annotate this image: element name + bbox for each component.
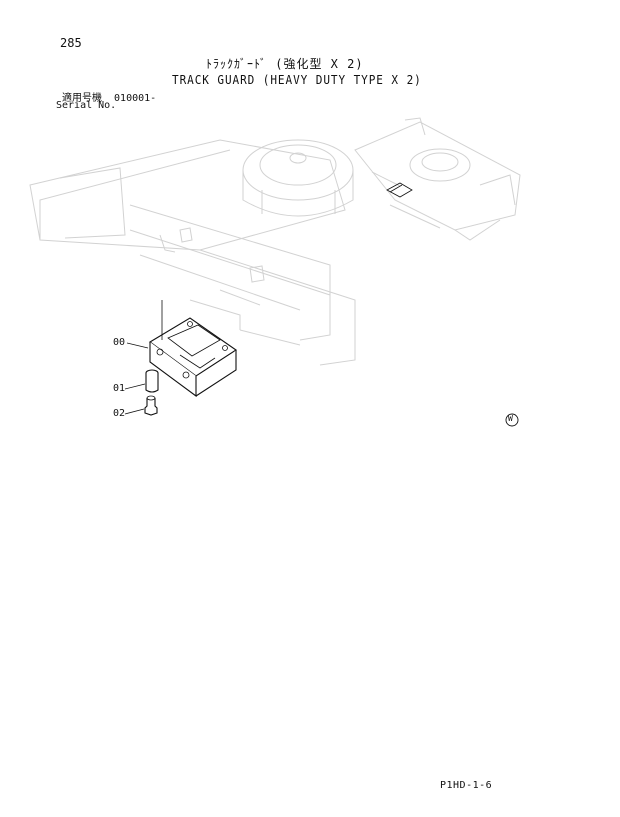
ghost-swing-bearing: [242, 139, 354, 217]
bolt-part: [144, 395, 158, 416]
callout-02: 02: [113, 408, 126, 419]
mark-letter: W: [508, 414, 513, 423]
leader-line-01: [124, 383, 146, 390]
track-guard-part: [149, 300, 237, 398]
callout-01: 01: [113, 383, 126, 394]
spacer-part: [145, 369, 159, 393]
callout-00: 00: [113, 337, 126, 348]
title-japanese: ﾄﾗｯｸｶﾞｰﾄﾞ (強化型 X 2): [206, 57, 364, 71]
ghost-track-frame: [29, 139, 356, 366]
serial-label-english: Serial No.: [56, 100, 117, 111]
leader-line-02: [124, 408, 145, 415]
serial-value: 010001-: [114, 93, 157, 104]
page-number: 285: [60, 36, 82, 50]
leader-line-00: [126, 342, 149, 349]
ghost-upper-frame: [354, 117, 521, 241]
title-english: TRACK GUARD (HEAVY DUTY TYPE X 2): [172, 73, 422, 87]
circled-w-mark: [505, 413, 519, 427]
serial-label-japanese: 適用号機: [62, 93, 102, 104]
page-code: P1HD-1-6: [440, 780, 493, 791]
serial-line-japanese: 適用号機 010001-: [62, 89, 156, 104]
